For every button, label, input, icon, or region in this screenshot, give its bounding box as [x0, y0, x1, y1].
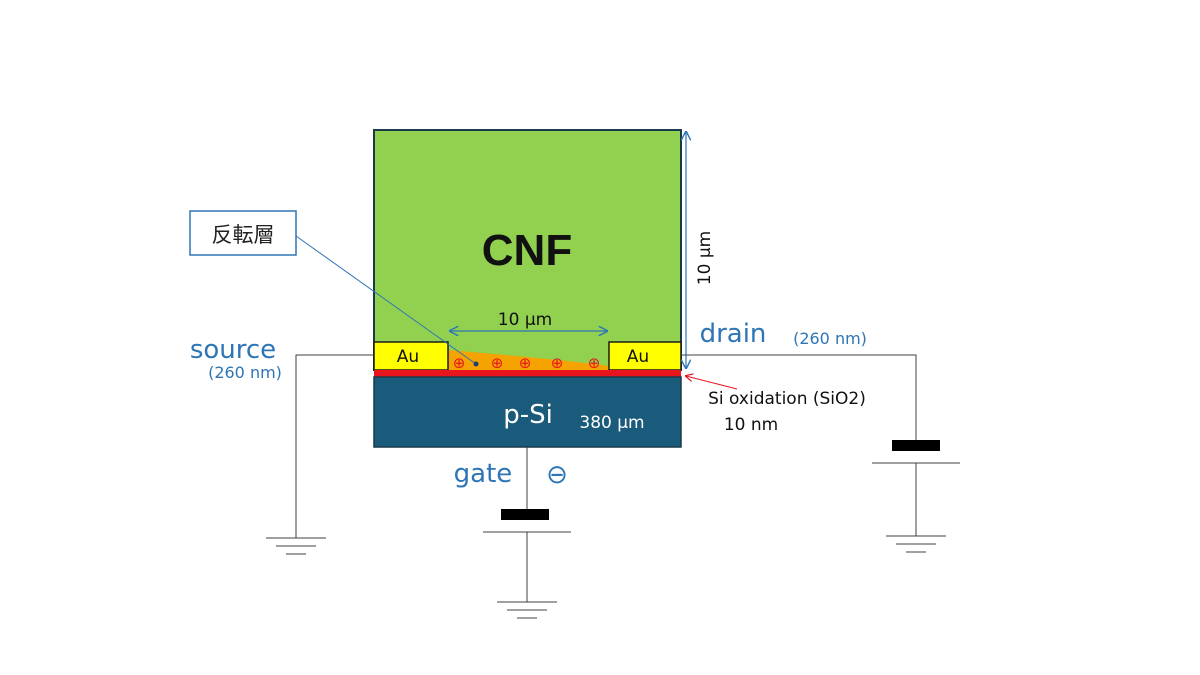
drain-thickness-label: (260 nm): [793, 329, 867, 348]
cnf-label: CNF: [482, 226, 572, 275]
hole-symbol: ⊕: [453, 354, 466, 372]
hole-symbols: ⊕ ⊕ ⊕ ⊕ ⊕: [453, 354, 601, 372]
hole-symbol: ⊕: [519, 354, 532, 372]
oxide-label: Si oxidation (SiO2): [708, 389, 866, 409]
au-drain-label: Au: [627, 347, 649, 367]
gate-battery-plate: [501, 509, 549, 520]
channel-length-label: 10 µm: [498, 310, 552, 330]
inversion-callout-leader: [295, 235, 479, 367]
source-thickness-label: (260 nm): [208, 363, 282, 382]
hole-symbol: ⊕: [588, 354, 601, 372]
p-si-label: p-Si: [503, 400, 553, 430]
source-label: source: [190, 335, 276, 365]
drain-wire: [681, 354, 917, 440]
gate-label: gate: [454, 459, 513, 489]
gate-polarity-icon: ⊖: [546, 460, 568, 490]
source-wire: [295, 354, 374, 538]
drain-ground-symbol: [886, 535, 946, 553]
oxide-callout-arrow: [686, 376, 738, 390]
oxide-layer: [374, 370, 681, 377]
drain-battery-plate: [892, 440, 940, 451]
inversion-layer: [448, 350, 610, 370]
drain-label: drain: [700, 319, 767, 349]
p-si-substrate: [373, 376, 682, 448]
gate-ground-symbol: [497, 601, 557, 619]
au-drain-electrode: [608, 341, 682, 371]
oxide-thickness-label: 10 nm: [724, 415, 778, 435]
source-ground-symbol: [266, 537, 326, 555]
hole-symbol: ⊕: [551, 354, 564, 372]
inversion-callout-box: [189, 210, 297, 256]
au-source-label: Au: [397, 347, 419, 367]
hole-symbol: ⊕: [491, 354, 504, 372]
cnf-thickness-label: 10 µm: [695, 231, 715, 285]
p-si-thickness: 380 µm: [579, 413, 644, 433]
inversion-callout-label: 反転層: [212, 223, 275, 247]
